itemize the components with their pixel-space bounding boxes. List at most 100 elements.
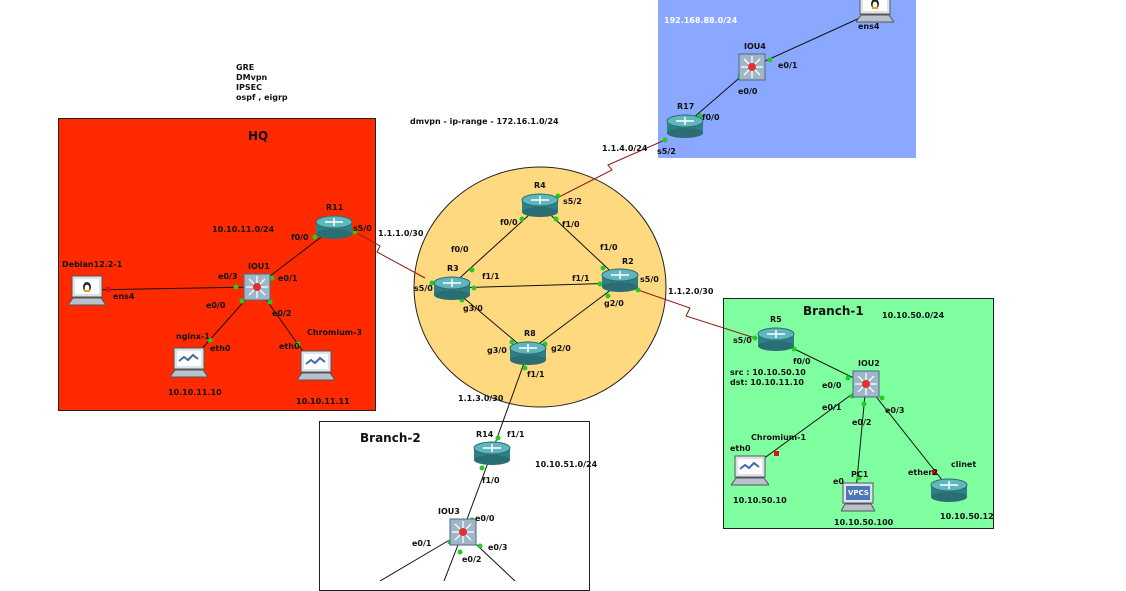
router-r2[interactable] (601, 267, 639, 293)
router-r11[interactable] (315, 214, 353, 240)
port-label: s5/0 (640, 275, 659, 284)
branch2-title: Branch-2 (360, 431, 421, 445)
protocol-notes: GRE DMvpn IPSEC ospf , eigrp (236, 63, 288, 103)
ip-chromium1: 10.10.50.10 (733, 496, 787, 505)
tunnel-dst-note: dst: 10.10.11.10 (730, 378, 804, 387)
port-label: g2/0 (604, 299, 624, 308)
port-label: ether2 (908, 468, 938, 477)
port-label: f0/0 (291, 233, 309, 242)
label-iou1: IOU1 (248, 262, 270, 271)
router-r14[interactable] (473, 440, 511, 466)
switch-iou3[interactable] (449, 518, 477, 546)
tunnel-src-note: src : 10.10.50.10 (730, 368, 806, 377)
subnet-branch2-lan: 10.10.51.0/24 (535, 460, 598, 469)
label-chromium3: Chromium-3 (307, 328, 363, 337)
switch-iou2[interactable] (852, 370, 880, 398)
label-r2: R2 (622, 257, 634, 266)
link-iou2-chromium1 (751, 383, 867, 468)
label-r8: R8 (524, 329, 536, 338)
router-r5[interactable] (757, 326, 795, 352)
port-label: e0/3 (885, 406, 905, 415)
note-line: GRE (236, 63, 255, 72)
ip-clinet: 10.10.50.12 (940, 512, 994, 521)
vpcs-label: VPCS (848, 489, 869, 497)
serial-r4-r17 (556, 139, 666, 199)
port-label: e0/3 (218, 272, 238, 281)
router-r17[interactable] (666, 113, 704, 139)
port-label: f1/0 (562, 220, 580, 229)
link-iou4-remote (751, 11, 874, 68)
switch-iou1[interactable] (243, 273, 271, 301)
router-r3[interactable] (433, 275, 471, 301)
host-chromium3[interactable] (297, 350, 335, 382)
host-remote-linux[interactable] (856, 0, 894, 24)
link-r3-r2 (451, 282, 621, 289)
port-label: f1/1 (507, 430, 525, 439)
port-label: ens4 (858, 22, 880, 31)
port-label: s5/0 (353, 224, 372, 233)
note-line: DMvpn (236, 73, 268, 82)
label-debian: Debian12.2-1 (62, 260, 123, 269)
link-r2-r8 (527, 282, 621, 353)
subnet-r17-link: 1.1.4.0/24 (602, 144, 648, 153)
port-label: e0/1 (412, 539, 432, 548)
port-label: f1/1 (527, 370, 545, 379)
label-iou3: IOU3 (438, 507, 460, 516)
port-label: s5/0 (733, 336, 752, 345)
label-r14: R14 (476, 430, 494, 439)
ip-pc1: 10.10.50.100 (834, 518, 894, 527)
port-label: ens4 (113, 292, 135, 301)
router-r4[interactable] (521, 192, 559, 218)
port-label: eth0 (210, 344, 231, 353)
label-pc1: PC1 (851, 470, 869, 479)
note-line: IPSEC (236, 83, 262, 92)
host-chromium1[interactable] (731, 455, 769, 487)
port-label: e0/2 (272, 309, 292, 318)
subnet-branch1-lan: 10.10.50.0/24 (882, 311, 945, 320)
link-r14-iou3 (462, 451, 493, 531)
port-label: g3/0 (487, 346, 507, 355)
switch-iou4[interactable] (738, 53, 766, 81)
subnet-r8-r14: 1.1.3.0/30 (458, 394, 504, 403)
port-label: f0/0 (702, 113, 720, 122)
label-r3: R3 (447, 264, 459, 273)
subnet-r2-r5: 1.1.2.0/30 (668, 287, 714, 296)
port-label: f1/0 (600, 243, 618, 252)
host-pc1[interactable]: VPCS (841, 482, 875, 512)
port-label: f0/0 (793, 357, 811, 366)
port-label: f0/0 (500, 218, 518, 227)
port-label: e0/0 (206, 301, 226, 310)
link-iou1-debian (87, 286, 258, 291)
dmvpn-range-label: dmvpn - ip-range - 172.16.1.0/24 (410, 117, 559, 126)
port-label: g3/0 (463, 304, 483, 313)
port-label: e0/2 (852, 418, 872, 427)
port-label: g2/0 (551, 344, 571, 353)
port-label: s5/0 (414, 284, 433, 293)
link-r3-r8 (451, 287, 529, 353)
label-iou4: IOU4 (744, 42, 766, 51)
serial-r11-r3 (354, 231, 426, 279)
port-label: s5/2 (657, 147, 676, 156)
port-label: e0 (833, 477, 844, 486)
label-iou2: IOU2 (858, 359, 880, 368)
host-nginx[interactable] (170, 347, 208, 379)
branch1-title: Branch-1 (803, 304, 864, 318)
port-label: e0/2 (462, 555, 482, 564)
label-r11: R11 (326, 203, 344, 212)
router-clinet[interactable] (930, 477, 968, 503)
router-r8[interactable] (509, 340, 547, 366)
label-nginx: nginx-1 (176, 332, 210, 341)
port-label: e0/0 (822, 381, 842, 390)
subnet-remote: 192.168.88.0/24 (664, 16, 738, 25)
port-label: e0/3 (488, 543, 508, 552)
hq-title: HQ (248, 129, 269, 143)
port-label: e0/1 (778, 61, 798, 70)
port-label: e0/1 (822, 403, 842, 412)
pc1-monitor-icon (841, 482, 875, 512)
host-debian[interactable] (68, 275, 106, 307)
label-r4: R4 (534, 181, 546, 190)
link-r4-r2 (539, 204, 621, 281)
port-label: e0/0 (738, 87, 758, 96)
ip-chromium3: 10.10.11.11 (296, 397, 350, 406)
